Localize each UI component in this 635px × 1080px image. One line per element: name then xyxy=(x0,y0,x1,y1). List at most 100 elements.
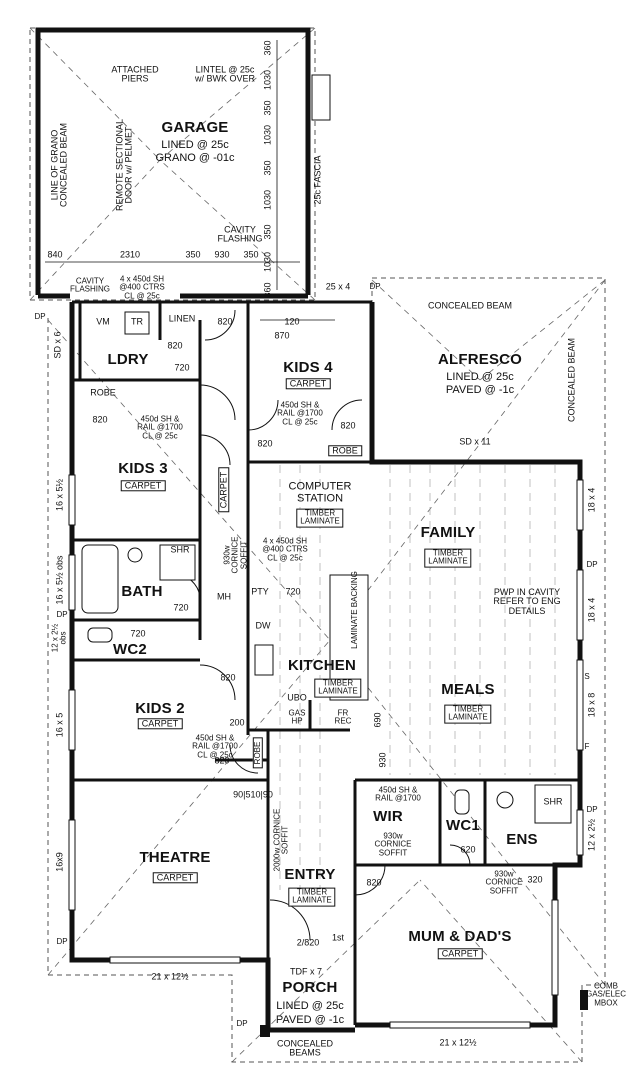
alfresco-finish-1: LINED @ 25c xyxy=(446,371,514,384)
dim: 820 xyxy=(214,755,230,766)
dw-label: DW xyxy=(255,620,271,631)
f-mark: F xyxy=(584,741,590,751)
window xyxy=(576,659,584,751)
s-mark: S xyxy=(584,671,590,681)
ens-shower xyxy=(534,784,572,824)
window-size: 18 x 8 xyxy=(586,692,597,718)
window-size: 12 x 2½ xyxy=(586,818,597,852)
window xyxy=(576,479,584,531)
meals-room-label: MEALS xyxy=(441,681,495,699)
downpipe-label: DP xyxy=(56,936,68,946)
kids2-floor: CARPET xyxy=(137,718,183,730)
dim: 200 xyxy=(229,717,245,728)
hip-line xyxy=(29,159,161,301)
window-size: 18 x 4 xyxy=(586,597,597,623)
dim: 820 xyxy=(340,420,356,431)
vm-label: VM xyxy=(96,316,110,327)
window xyxy=(551,899,559,996)
dim: 320 xyxy=(527,874,543,885)
porch-room-label: PORCH xyxy=(282,979,338,997)
dim: 1030 xyxy=(262,124,273,146)
kitchen-room-label: KITCHEN xyxy=(287,657,357,675)
alfresco-room-label: ALFRESCO xyxy=(437,351,523,369)
bath-basin xyxy=(127,547,143,563)
dim: 350 xyxy=(243,249,259,260)
concealed-beam-note: CONCEALED BEAM xyxy=(566,337,577,423)
hip-line xyxy=(47,639,331,976)
window xyxy=(109,956,241,964)
comb-box-note: COMB GAS/ELEC MBOX xyxy=(585,981,627,1008)
window-size: 21 x 12½ xyxy=(439,1037,477,1048)
window xyxy=(68,474,76,526)
dim: 90|510|90 xyxy=(233,789,273,800)
downpipe-label: DP xyxy=(34,311,46,321)
door-swing xyxy=(354,864,386,896)
garage-wall xyxy=(35,27,311,295)
meals-floor: TIMBER LAMINATE xyxy=(444,704,492,724)
laundry-trough xyxy=(124,311,150,335)
hip-line xyxy=(159,159,316,301)
bath-shower xyxy=(159,544,196,581)
mum-dad-room-label: MUM & DAD'S xyxy=(408,928,512,946)
dim: 1030 xyxy=(262,251,273,273)
window-size: 16 x 5½ obs xyxy=(54,555,65,605)
cornice-note: 930w CORNICE SOFFIT xyxy=(222,536,249,574)
wir-cornice-note: 930w CORNICE SOFFIT xyxy=(374,831,412,858)
family-floor: TIMBER LAMINATE xyxy=(424,548,472,568)
theatre-room-label: THEATRE xyxy=(139,849,211,867)
mbox xyxy=(580,990,588,1010)
window-size: 21 x 12½ xyxy=(151,971,189,982)
window-size: 16x9 xyxy=(54,852,65,872)
computer-room-label: COMPUTER STATION xyxy=(288,480,352,504)
entry-floor: TIMBER LAMINATE xyxy=(288,887,336,907)
door-swing xyxy=(204,309,236,341)
cavity-flashing-note: CAVITY FLASHING xyxy=(217,224,263,244)
tdf-note: TDF x 7 xyxy=(289,966,323,977)
dim: 720 xyxy=(130,628,146,639)
downpipe-label: DP xyxy=(586,559,598,569)
garage-room-label: GARAGE xyxy=(161,119,229,137)
mh-label: MH xyxy=(217,591,231,602)
dim: 25 x 4 xyxy=(325,281,351,292)
sd-note: SD x 6 xyxy=(52,331,63,359)
ens-basin xyxy=(496,791,514,809)
ens-shower-label: SHR xyxy=(543,796,563,807)
ens-room-label: ENS xyxy=(506,831,538,849)
toilet xyxy=(454,789,470,815)
dim: 360 xyxy=(262,40,273,56)
door-swing xyxy=(247,399,279,431)
robe-label: ROBE xyxy=(90,387,116,398)
dim: 870 xyxy=(274,330,290,341)
toilet xyxy=(87,627,113,643)
dim: 820 xyxy=(366,877,382,888)
dim: 820 xyxy=(92,414,108,425)
computer-floor: TIMBER LAMINATE xyxy=(296,508,344,528)
bath-shower-label: SHR xyxy=(170,544,190,555)
family-room-label: FAMILY xyxy=(420,524,476,542)
porch-finish-1: LINED @ 25c xyxy=(276,1000,344,1013)
kids3-room-label: KIDS 3 xyxy=(118,460,168,478)
pwp-note: PWP IN CAVITY REFER TO ENG DETAILS xyxy=(493,586,561,616)
sd-note: SD x 11 xyxy=(459,436,491,447)
garage-tub xyxy=(311,74,331,121)
door-swing xyxy=(199,664,236,701)
theatre-floor: CARPET xyxy=(152,872,198,884)
fascia-note: 25c FASCIA xyxy=(312,155,323,205)
porch-pier xyxy=(260,1025,270,1037)
hip-line xyxy=(29,27,161,161)
downpipe-label: DP xyxy=(56,609,68,619)
door-swing xyxy=(199,434,231,466)
window xyxy=(68,819,76,911)
window-size: 18 x 4 xyxy=(586,487,597,513)
downpipe-label: DP xyxy=(236,1018,248,1028)
roof-line xyxy=(47,277,606,1063)
kids4-floor: CARPET xyxy=(285,378,331,390)
window-size: 12 x 2½ obs xyxy=(50,623,68,653)
hip-line xyxy=(47,319,331,641)
dim: 350 xyxy=(185,249,201,260)
porch-finish-2: PAVED @ -1c xyxy=(275,1014,345,1027)
hip-line xyxy=(419,879,583,1063)
dim: 720 xyxy=(173,602,189,613)
hip-line xyxy=(371,279,481,381)
